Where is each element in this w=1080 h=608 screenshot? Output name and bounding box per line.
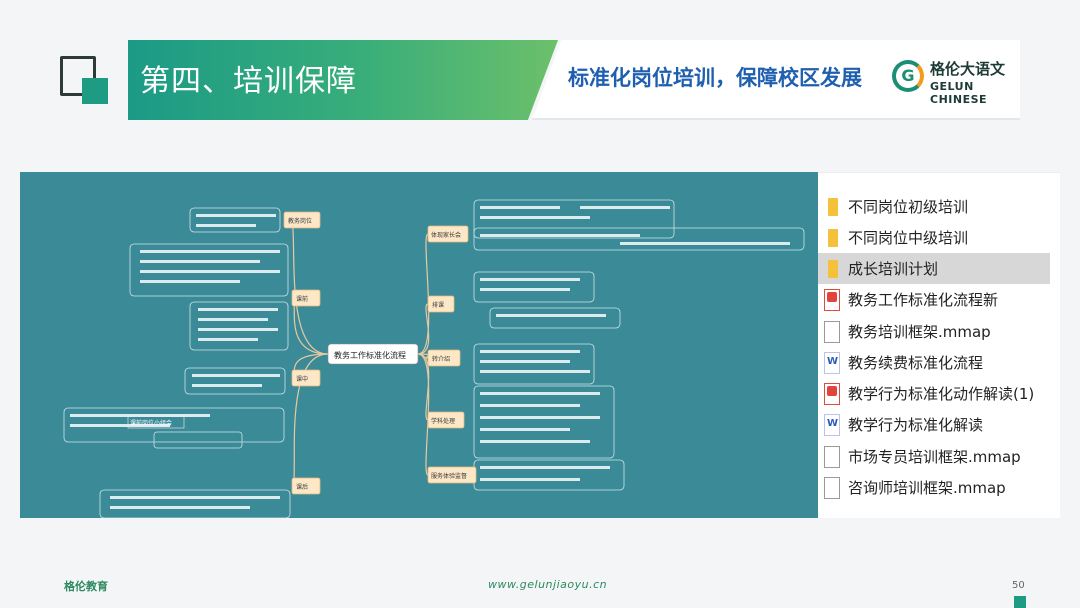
branch-label: 转介绍 — [432, 355, 450, 363]
file-row[interactable]: 教学行为标准化动作解读(1) — [818, 378, 1060, 409]
brand-g-icon: G — [892, 60, 924, 92]
blank-file-icon — [824, 445, 840, 468]
folder-icon — [828, 259, 838, 278]
pdf-icon — [824, 288, 840, 311]
file-name: 教务培训框架.mmap — [848, 323, 991, 341]
file-row-selected[interactable]: 成长培训计划 — [818, 253, 1050, 284]
branch-label: 排课 — [432, 301, 444, 309]
branch-label: 课前 — [296, 295, 308, 303]
mindmap-panel: 教务岗位 课前 课中 课后 体现家长会 排课 转介绍 学科处理 服务体验监督 教… — [20, 172, 818, 518]
blank-file-icon — [824, 320, 840, 343]
file-row[interactable]: 教务培训框架.mmap — [818, 316, 1060, 347]
branch-label: 课中 — [296, 375, 308, 383]
brand-name-cn: 格伦大语文 — [930, 60, 1006, 78]
mindmap-canvas: 教务岗位 课前 课中 课后 体现家长会 排课 转介绍 学科处理 服务体验监督 教… — [63, 199, 805, 518]
file-row[interactable]: 市场专员培训框架.mmap — [818, 441, 1060, 472]
file-name: 教务续费标准化流程 — [848, 354, 984, 372]
file-row[interactable]: 不同岗位初级培训 — [818, 191, 1060, 222]
footer-url: www.gelunjiaoyu.cn — [488, 578, 608, 591]
blank-file-icon — [824, 476, 840, 499]
branch-label: 课后 — [296, 483, 308, 491]
file-name: 教务工作标准化流程新 — [848, 291, 999, 309]
branch-label: 学科处理 — [431, 417, 455, 425]
mindmap-inner-label: 课前岗位小组会 — [130, 419, 172, 427]
word-doc-icon — [824, 351, 840, 374]
pdf-icon — [824, 382, 840, 405]
brand-logo: G 格伦大语文 GELUN CHINESE — [892, 54, 1012, 106]
corner-logo — [60, 56, 108, 104]
branch-label: 教务岗位 — [288, 217, 312, 225]
logo-outline-square — [60, 56, 96, 96]
page-number: 50 — [1012, 580, 1025, 591]
file-row[interactable]: 教务续费标准化流程 — [818, 347, 1060, 378]
file-name: 市场专员培训框架.mmap — [848, 448, 1021, 466]
brand-name-en: GELUN CHINESE — [930, 80, 988, 106]
file-name: 不同岗位初级培训 — [848, 198, 969, 216]
file-row[interactable]: 教务工作标准化流程新 — [818, 284, 1060, 315]
logo-fill-square — [82, 78, 108, 104]
file-list-panel: 不同岗位初级培训 不同岗位中级培训 成长培训计划 教务工作标准化流程新 教务培训… — [818, 172, 1060, 518]
section-title-banner: 第四、培训保障 — [128, 40, 558, 120]
file-row[interactable]: 不同岗位中级培训 — [818, 222, 1060, 253]
file-name: 教学行为标准化动作解读(1) — [848, 385, 1035, 403]
folder-icon — [828, 197, 838, 216]
slogan-text: 标准化岗位培训，保障校区发展 — [568, 65, 862, 90]
word-doc-icon — [824, 413, 840, 436]
slogan-banner: 标准化岗位培训，保障校区发展 G 格伦大语文 GELUN CHINESE — [532, 40, 1020, 120]
branch-label: 体现家长会 — [431, 231, 461, 239]
file-name: 成长培训计划 — [848, 260, 939, 278]
file-name: 不同岗位中级培训 — [848, 229, 969, 247]
footer-accent-square — [1014, 596, 1026, 608]
section-title: 第四、培训保障 — [140, 64, 357, 99]
footer-org: 格伦教育 — [64, 580, 108, 593]
branch-label: 服务体验监督 — [431, 472, 467, 480]
file-name: 教学行为标准化解读 — [848, 416, 984, 434]
file-row[interactable]: 咨询师培训框架.mmap — [818, 472, 1060, 503]
file-name: 咨询师培训框架.mmap — [848, 479, 1006, 497]
file-row[interactable]: 教学行为标准化解读 — [818, 409, 1060, 440]
folder-icon — [828, 228, 838, 247]
mindmap-center-topic: 教务工作标准化流程 — [334, 350, 406, 360]
